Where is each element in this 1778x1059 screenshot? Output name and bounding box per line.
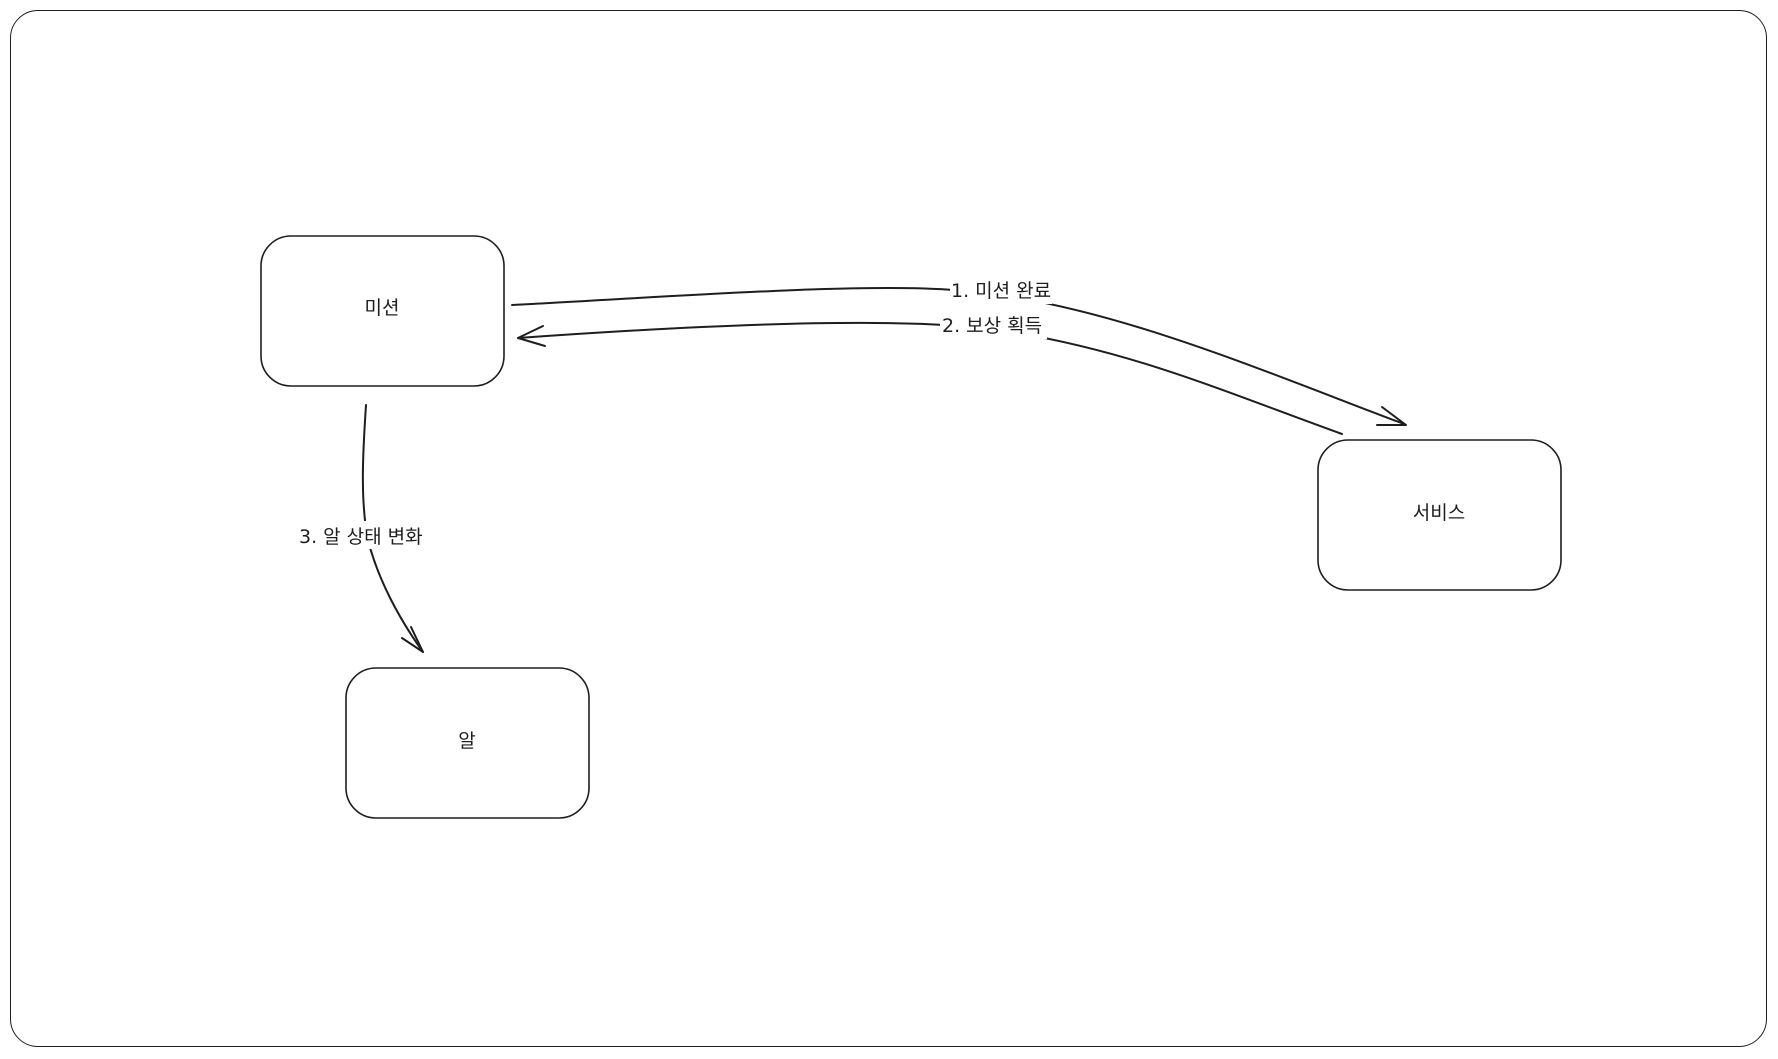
node-service[interactable]: 서비스 — [1317, 439, 1562, 591]
edge-egg-state-change[interactable]: 3. 알 상태 변화 — [296, 404, 431, 653]
canvas-frame — [10, 10, 1767, 1047]
edge-label-bg — [940, 311, 1047, 339]
node-mission-label: 미션 — [365, 297, 400, 319]
node-egg-box — [345, 667, 590, 819]
node-service-label: 서비스 — [1413, 502, 1465, 524]
edge-reward-get[interactable]: 2. 보상 획득 — [517, 311, 1343, 435]
edge-label-bg — [296, 521, 431, 549]
node-egg-label: 알 — [458, 730, 475, 752]
edge-label-mission-complete: 1. 미션 완료 — [951, 280, 1051, 302]
edge-label-egg-state-change: 3. 알 상태 변화 — [299, 526, 423, 548]
edge-label-reward-get: 2. 보상 획득 — [942, 315, 1042, 337]
edge-egg-state-change-arrowhead — [401, 626, 424, 653]
node-egg[interactable]: 알 — [345, 667, 590, 819]
node-mission-box — [260, 235, 505, 387]
edge-label-bg — [950, 276, 1052, 304]
edge-mission-complete-arrowhead — [1376, 406, 1407, 426]
node-mission[interactable]: 미션 — [260, 235, 505, 387]
edge-mission-complete-line — [511, 286, 1405, 425]
edge-reward-get-line — [517, 321, 1343, 435]
edge-mission-complete[interactable]: 1. 미션 완료 — [511, 276, 1407, 426]
node-service-box — [1317, 439, 1562, 591]
edge-reward-get-arrowhead — [517, 325, 546, 347]
